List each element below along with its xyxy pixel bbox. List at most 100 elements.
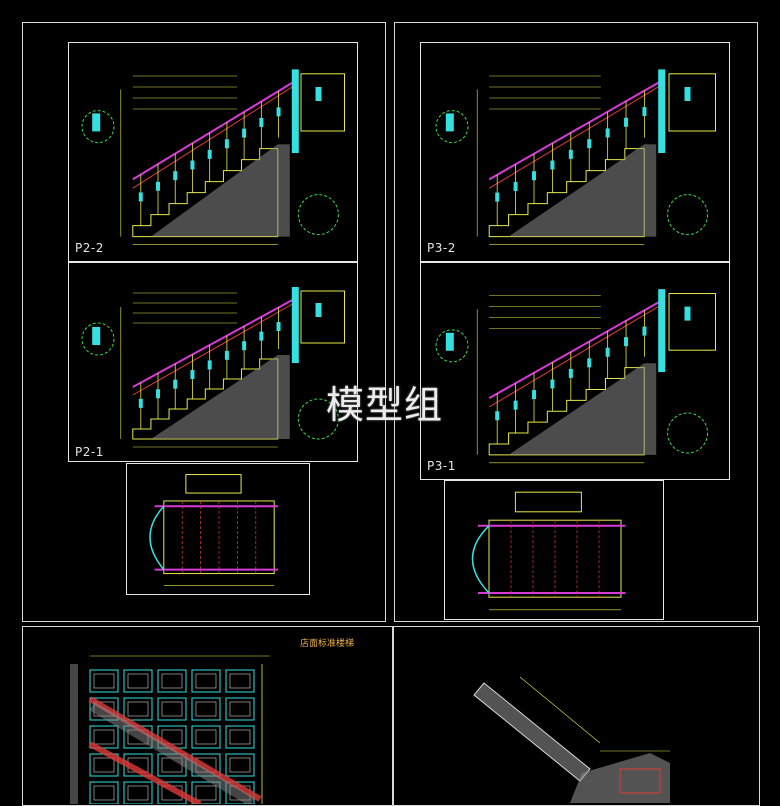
- panel-label-p3-1: P3-1: [427, 459, 456, 473]
- baluster-ornament: [605, 128, 610, 138]
- baluster-ornament: [207, 149, 212, 159]
- plan-label-box: [185, 474, 242, 494]
- baluster-ornament: [259, 331, 264, 341]
- baluster-ornament: [224, 350, 229, 360]
- wainscot-panel: [225, 669, 255, 693]
- right-sheet-frame: [394, 22, 758, 622]
- stair-hatch-band: [89, 701, 255, 804]
- wainscot-panel-inner: [195, 673, 217, 689]
- wainscot-panel: [123, 669, 153, 693]
- baluster-ornament: [642, 326, 647, 336]
- wainscot-panel: [89, 669, 119, 693]
- newel-post: [658, 69, 666, 153]
- panel-label-p2-2: P2-2: [75, 241, 104, 255]
- stair-plan-left: [126, 463, 310, 595]
- panelled-stair-elevation: [70, 655, 270, 804]
- wainscot-panel-inner: [127, 701, 149, 717]
- baluster-ornament: [568, 368, 573, 378]
- wall-hatch: [70, 664, 78, 804]
- detail-callout-circle: [297, 194, 339, 236]
- baluster-ornament: [532, 390, 537, 400]
- handrail-line: [488, 298, 665, 400]
- stair-plan-drawing: [471, 491, 626, 611]
- newel-post: [658, 289, 666, 372]
- panel-label-p2-1: P2-1: [75, 445, 104, 459]
- wainscot-panel-inner: [229, 757, 251, 773]
- detail-callout-circle: [297, 398, 339, 440]
- detail-frame: [300, 73, 345, 132]
- concrete-hatch: [508, 363, 657, 455]
- detail-frame: [668, 73, 716, 132]
- wainscot-panel-inner: [229, 701, 251, 717]
- wainscot-panel: [123, 697, 153, 721]
- baluster-ornament: [642, 107, 647, 117]
- newel-post: [291, 69, 299, 153]
- baluster-ornament: [605, 347, 610, 357]
- baluster-ornament: [242, 128, 247, 138]
- section-detail: [619, 768, 661, 794]
- section-title: 店面标准楼梯: [300, 639, 355, 649]
- baluster-ornament: [138, 398, 143, 408]
- wainscot-panel-inner: [93, 729, 115, 745]
- dimension-line: [519, 676, 601, 744]
- wainscot-panel-inner: [127, 673, 149, 689]
- wainscot-panel: [89, 781, 119, 804]
- detail-profile: [315, 87, 322, 101]
- concrete-hatch: [508, 144, 657, 237]
- baluster-ornament: [568, 149, 573, 159]
- handrail-edge: [488, 302, 665, 408]
- detail-post: [92, 113, 101, 132]
- stair-profile: [132, 148, 279, 238]
- wainscot-panel-inner: [195, 729, 217, 745]
- wainscot-panel-inner: [93, 757, 115, 773]
- panel-p2-2: P2-2: [68, 42, 358, 262]
- baluster-ornament: [550, 379, 555, 389]
- handrail-line: [488, 78, 665, 181]
- baluster-ornament: [138, 192, 143, 202]
- wainscot-panel: [191, 669, 221, 693]
- detail-callout-circle: [81, 110, 115, 144]
- wainscot-panel-inner: [93, 673, 115, 689]
- wainscot-panel: [157, 697, 187, 721]
- wainscot-panel-inner: [195, 785, 217, 801]
- wainscot-panel-inner: [161, 673, 183, 689]
- wainscot-panel: [89, 725, 119, 749]
- newel-post: [291, 287, 299, 363]
- detail-profile: [315, 303, 322, 317]
- baluster-ornament: [259, 117, 264, 127]
- baluster-ornament: [624, 337, 629, 347]
- baluster-ornament: [190, 370, 195, 380]
- plan-label-box: [514, 491, 582, 513]
- panel-p3-2: P3-2: [420, 42, 730, 262]
- detail-post: [92, 327, 101, 345]
- wainscot-panel-inner: [93, 785, 115, 801]
- baluster-ornament: [173, 171, 178, 181]
- handrail-edge: [488, 82, 665, 189]
- detail-profile: [684, 87, 691, 101]
- plan-curved-end: [149, 505, 165, 571]
- baluster-ornament: [587, 358, 592, 368]
- wainscot-panel-inner: [229, 673, 251, 689]
- wainscot-panel: [89, 697, 119, 721]
- wainscot-panel: [225, 697, 255, 721]
- stringer: [88, 741, 202, 804]
- detail-callout-circle: [667, 412, 709, 454]
- wainscot-panel: [191, 725, 221, 749]
- wainscot-panel-inner: [195, 701, 217, 717]
- baluster-ornament: [173, 379, 178, 389]
- section-hatch: [474, 683, 590, 781]
- baluster-ornament: [207, 360, 212, 370]
- baluster-ornament: [276, 107, 281, 117]
- wainscot-panel-inner: [161, 701, 183, 717]
- baluster-ornament: [624, 117, 629, 127]
- stair-elevation-drawing: [435, 69, 716, 245]
- detail-callout-circle: [667, 194, 709, 236]
- detail-frame: [300, 290, 345, 344]
- stair-section-drawing: [473, 676, 670, 803]
- panel-p3-1: P3-1: [420, 262, 730, 480]
- plan-curved-end: [471, 525, 490, 594]
- baluster-ornament: [156, 181, 161, 191]
- baluster-ornament: [156, 389, 161, 399]
- stringer: [88, 696, 262, 802]
- detail-callout-circle: [81, 322, 115, 356]
